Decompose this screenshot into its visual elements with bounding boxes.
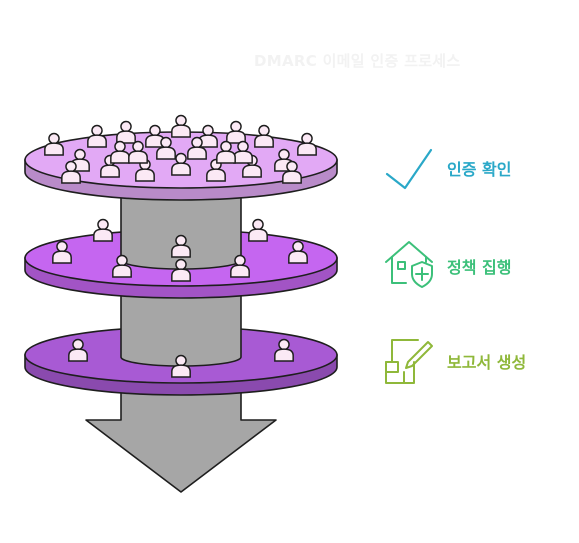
person-icon — [87, 124, 107, 148]
step-label-authentication: 인증 확인 — [447, 160, 512, 179]
step-label-report: 보고서 생성 — [447, 353, 527, 372]
step-label-policy: 정책 집행 — [447, 258, 512, 277]
diagram-title: DMARC 이메일 인증 프로세스 — [254, 52, 461, 70]
checkmark-icon — [385, 148, 433, 190]
person-icon — [93, 218, 113, 242]
edit-document-icon — [385, 339, 433, 384]
person-icon — [248, 218, 268, 242]
person-icon — [254, 124, 274, 148]
person-icon — [171, 114, 191, 138]
house-shield-icon — [385, 241, 433, 288]
person-icon — [297, 132, 317, 156]
person-icon — [44, 132, 64, 156]
person-icon — [116, 120, 136, 144]
person-icon — [226, 120, 246, 144]
